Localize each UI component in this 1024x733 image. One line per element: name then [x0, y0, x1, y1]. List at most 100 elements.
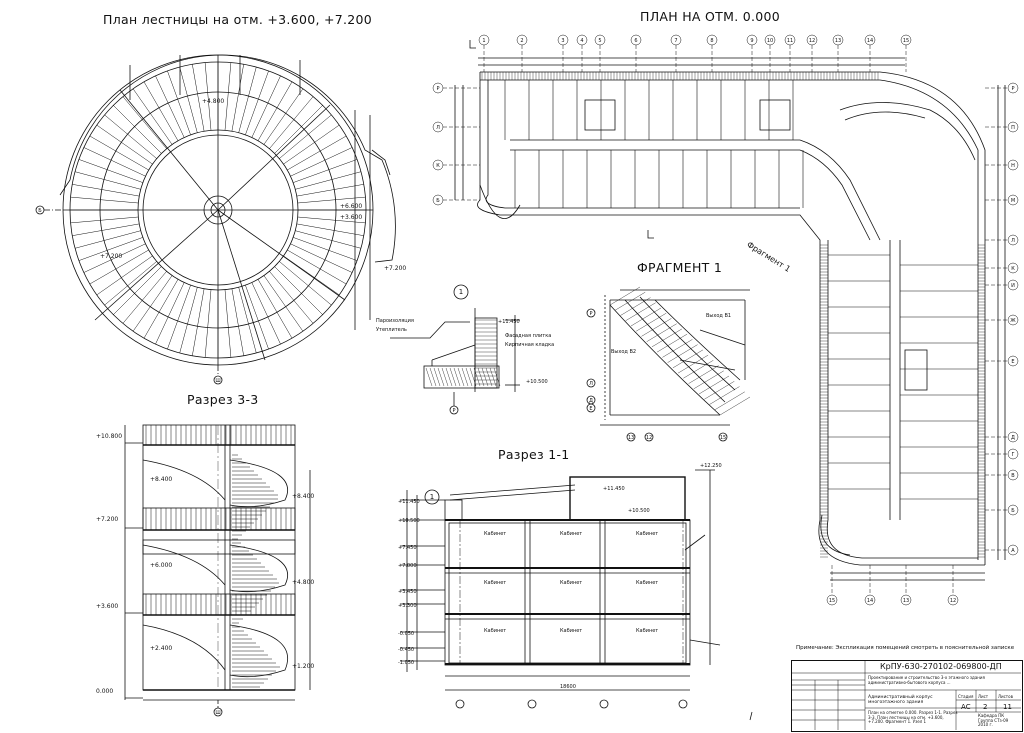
stair-step — [283, 124, 340, 165]
stair-step — [179, 287, 198, 354]
fragment-step — [641, 318, 672, 337]
fragment-step — [709, 386, 740, 405]
axis-label: И — [1011, 283, 1015, 289]
project-title: Проектирование и строительство 3-х этажн… — [868, 675, 985, 685]
stair-step — [89, 249, 149, 285]
axis-bubble — [864, 594, 876, 606]
room-label: Кабинет — [636, 531, 659, 537]
axis-label: Р — [452, 408, 455, 414]
fragment-step — [651, 328, 683, 348]
stair-step — [113, 105, 162, 154]
fragment-step — [698, 375, 730, 395]
stair-step — [122, 96, 167, 149]
stair-step — [83, 243, 146, 273]
stair-step — [70, 216, 139, 224]
stair-level: +4.800 — [202, 98, 225, 105]
axis-label: П — [1011, 125, 1015, 131]
axis-bubble — [1007, 448, 1019, 460]
axis-label: 15 — [903, 38, 909, 44]
fragment-1-title: ФРАГМЕНТ 1 — [637, 260, 723, 275]
stair-step — [231, 64, 244, 132]
detail-note: Фасадная плитка — [505, 333, 552, 339]
axis-label: Р — [436, 86, 439, 92]
stair-step — [74, 171, 141, 190]
stair-step — [287, 249, 347, 285]
axis-label: Л — [1011, 238, 1015, 244]
stair-step — [89, 135, 149, 171]
axis-label: Е — [1011, 359, 1014, 365]
slab-hatch — [437, 367, 445, 387]
ground-plan-title: ПЛАН НА ОТМ. 0.000 — [640, 9, 781, 24]
section11-level-top: +12.250 — [700, 463, 722, 469]
axis-label: 15 — [720, 435, 726, 441]
stair-step — [113, 266, 162, 315]
stair-step — [104, 261, 157, 306]
stair-step — [104, 114, 157, 159]
axis-bubble — [1007, 544, 1019, 556]
axis-label: 5 — [598, 38, 601, 44]
stair-step — [245, 70, 269, 135]
slab-hatch — [445, 367, 453, 387]
room-label: Кабинет — [484, 531, 507, 537]
stair-step — [293, 237, 358, 261]
axis-label: 11 — [787, 38, 793, 44]
stair-step — [245, 285, 269, 350]
stair-step — [224, 289, 232, 358]
axis-label: К — [1011, 266, 1015, 272]
stair-step — [263, 275, 304, 332]
section33-level: 0.000 — [96, 688, 114, 695]
stair-step — [257, 279, 293, 339]
stair-step — [296, 223, 364, 236]
section-1-1-title: Разрез 1-1 — [498, 447, 570, 462]
axis-label: М — [1011, 198, 1015, 204]
axis-bubble — [826, 594, 838, 606]
axis-label: 1 — [482, 38, 485, 44]
slab-hatch — [469, 367, 477, 387]
fragment-step — [677, 354, 709, 374]
stair-step — [143, 279, 179, 339]
section-3-3-drawing — [124, 424, 311, 717]
sheet-content: План на отметке 0.000. Разрез 1-1. Разре… — [868, 710, 958, 724]
axis-bubble — [1007, 355, 1019, 367]
stair-step — [72, 184, 140, 197]
slab-hatch — [489, 367, 497, 387]
fragment-step — [719, 396, 751, 416]
axis-label: Р — [1011, 86, 1014, 92]
axis-bubble — [1007, 504, 1019, 516]
room-label: Кабинет — [560, 531, 583, 537]
stair-step — [269, 96, 314, 149]
slab-hatch — [441, 367, 449, 387]
detail-level: +10.500 — [526, 379, 548, 385]
slab-hatch — [485, 367, 493, 387]
slab-hatch — [477, 367, 485, 387]
stair-step — [83, 147, 146, 177]
axis-label: 15 — [829, 598, 835, 604]
fragment-step — [714, 391, 745, 410]
axis-bubble — [1007, 279, 1019, 291]
stair-level: +7.200 — [100, 253, 123, 260]
stair-step — [167, 285, 191, 350]
stair-step — [204, 289, 212, 358]
slab-hatch — [481, 367, 489, 387]
stair-step — [279, 261, 332, 306]
cut-markers — [469, 40, 753, 721]
section33-level: +4.800 — [292, 579, 315, 586]
stair-step — [274, 105, 323, 154]
fragment-step — [704, 381, 735, 400]
axis-label: 14 — [867, 38, 873, 44]
stair-level: +7.200 — [384, 265, 407, 272]
stair-step — [274, 266, 323, 315]
title-block-lines — [791, 660, 1021, 730]
stair-step — [263, 88, 304, 145]
fragment-note: Выход В2 — [611, 349, 637, 355]
sheets-value: 11 — [1003, 703, 1012, 711]
stair-step — [132, 88, 173, 145]
stair-step — [283, 255, 340, 296]
axis-label: Л — [436, 125, 440, 131]
axis-label: Ш — [215, 378, 220, 384]
detail-level: +11.450 — [498, 319, 520, 325]
organization: Кафедра ПК Группа СТз-09 2010 г. — [978, 713, 1009, 727]
title-block — [791, 660, 1023, 732]
fragment-1-drawing — [586, 286, 751, 442]
